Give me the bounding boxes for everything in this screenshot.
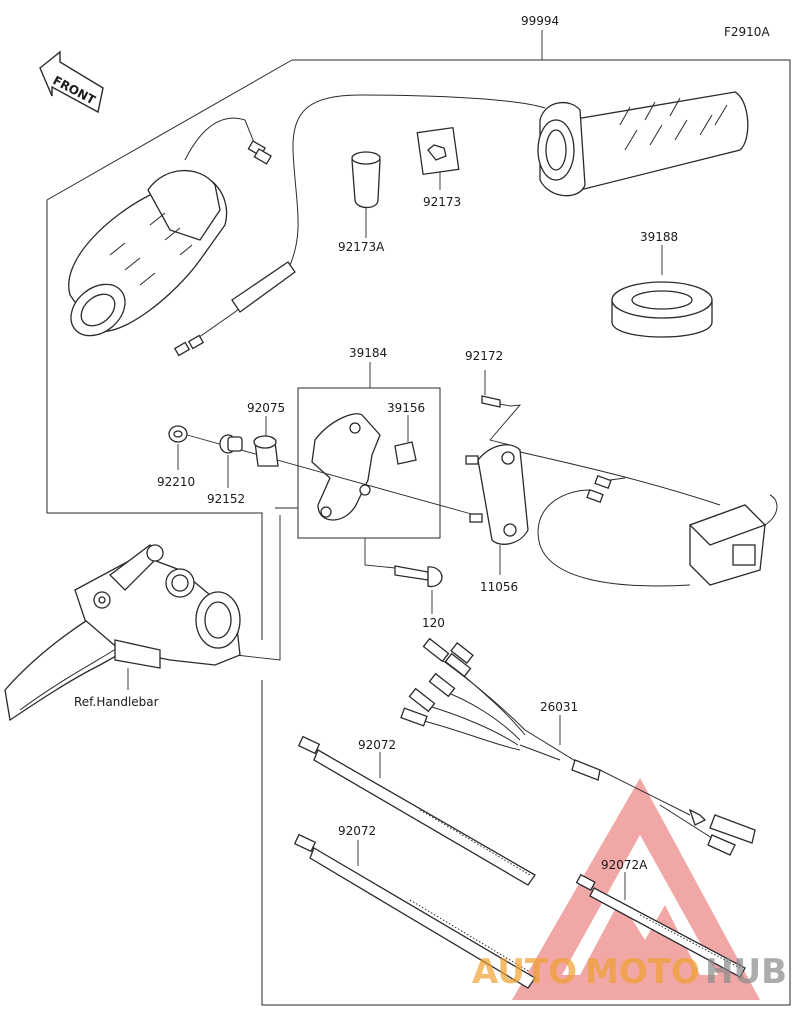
part-92072-b bbox=[293, 833, 536, 989]
label-92072A: 92072A bbox=[601, 858, 648, 872]
label-92172: 92172 bbox=[465, 349, 503, 363]
label-92173: 92173 bbox=[423, 195, 461, 209]
bracket-box bbox=[297, 387, 441, 539]
label-11056: 11056 bbox=[480, 580, 518, 594]
part-39184-bracket bbox=[311, 413, 381, 521]
label-92072-b: 92072 bbox=[338, 824, 376, 838]
part-39156 bbox=[394, 415, 417, 465]
label-39156: 39156 bbox=[387, 401, 425, 415]
part-11056 bbox=[465, 444, 529, 575]
watermark-moto: MOTO bbox=[585, 952, 700, 992]
label-92210: 92210 bbox=[157, 475, 195, 489]
kit-boundary bbox=[46, 59, 791, 1006]
part-92173 bbox=[416, 126, 460, 190]
watermark-hub: HUB bbox=[705, 952, 787, 992]
part-92210 bbox=[168, 425, 188, 470]
grip-cable bbox=[289, 94, 546, 266]
harness-connectors bbox=[400, 637, 474, 727]
front-arrow: FRONT bbox=[39, 50, 104, 114]
part-92172 bbox=[481, 370, 522, 446]
label-120: 120 bbox=[422, 616, 445, 630]
watermark-auto: AUTO bbox=[472, 952, 577, 992]
label-92075: 92075 bbox=[247, 401, 285, 415]
left-grip bbox=[68, 117, 296, 357]
part-26031 bbox=[400, 637, 756, 856]
part-92173A bbox=[351, 151, 381, 238]
part-92072-a bbox=[297, 735, 536, 886]
label-39188: 39188 bbox=[640, 230, 678, 244]
part-92072A bbox=[575, 872, 746, 978]
label-92072-a: 92072 bbox=[358, 738, 396, 752]
figure-code: F2910A bbox=[724, 25, 770, 39]
label-39184: 39184 bbox=[349, 346, 387, 360]
watermark-text: AUTO MOTO HUB bbox=[472, 952, 787, 992]
part-39188 bbox=[611, 245, 713, 338]
label-ref-handlebar: Ref.Handlebar bbox=[74, 695, 159, 709]
handlebar-housing bbox=[4, 544, 241, 722]
label-92152: 92152 bbox=[207, 492, 245, 506]
label-26031: 26031 bbox=[540, 700, 578, 714]
part-92152 bbox=[219, 434, 243, 488]
heater-switch bbox=[519, 451, 778, 587]
label-92173A: 92173A bbox=[338, 240, 385, 254]
label-99994: 99994 bbox=[521, 14, 559, 28]
part-92075 bbox=[253, 416, 279, 467]
part-120 bbox=[364, 538, 443, 614]
right-grip bbox=[537, 91, 749, 197]
